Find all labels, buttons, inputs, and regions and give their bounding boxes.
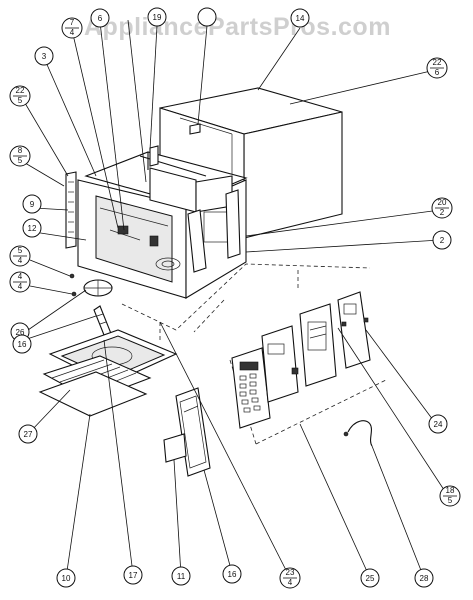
callout-23-4: 23 4 [279, 567, 301, 589]
callout-24: 24 [428, 414, 448, 434]
svg-text:18: 18 [446, 486, 455, 495]
svg-text:4: 4 [18, 282, 23, 291]
svg-text:22: 22 [433, 58, 442, 67]
cabinet-rail [189, 123, 201, 135]
svg-text:2: 2 [440, 236, 445, 245]
control-membrane [261, 325, 299, 403]
bottom-plate [38, 371, 148, 417]
callout-9: 9 [22, 194, 42, 214]
callout-25: 25 [360, 568, 380, 588]
callout-7-4: 7 4 [61, 17, 83, 39]
svg-text:19: 19 [153, 13, 162, 22]
callout-14: 14 [290, 8, 310, 28]
callout-20-2: 20 2 [431, 197, 453, 219]
svg-text:11: 11 [177, 572, 186, 581]
svg-text:7: 7 [70, 18, 75, 27]
callout-10: 10 [56, 568, 76, 588]
oven-cavity-chassis [77, 151, 248, 299]
svg-text:5: 5 [18, 96, 23, 105]
door-assembly [175, 387, 211, 477]
callout-11: 11 [171, 566, 191, 586]
svg-text:6: 6 [98, 14, 103, 23]
top-bracket [149, 145, 159, 167]
callout-17: 17 [123, 565, 143, 585]
svg-text:20: 20 [438, 198, 447, 207]
svg-text:4: 4 [288, 578, 293, 587]
svg-text:24: 24 [434, 420, 443, 429]
callout-6: 6 [90, 8, 110, 28]
svg-text:25: 25 [366, 574, 375, 583]
svg-text:16: 16 [18, 340, 27, 349]
svg-text:17: 17 [129, 571, 138, 580]
callout-19: 19 [147, 7, 167, 27]
door-label [163, 433, 187, 463]
callout-27: 27 [18, 424, 38, 444]
control-panel-keypad [231, 347, 271, 429]
svg-text:6: 6 [435, 68, 440, 77]
svg-text:5: 5 [18, 156, 23, 165]
svg-text:12: 12 [28, 224, 37, 233]
svg-text:3: 3 [42, 52, 47, 61]
turntable-coupler [83, 279, 113, 297]
callout-top-blank [197, 7, 217, 27]
svg-text:23: 23 [286, 568, 295, 577]
callout-22-6: 22 6 [426, 57, 448, 79]
callout-12: 12 [22, 218, 42, 238]
svg-text:4: 4 [70, 28, 75, 37]
leader-lines [19, 19, 449, 579]
svg-text:27: 27 [24, 430, 33, 439]
side-vent-strip [65, 171, 77, 249]
callout-18-5: 18 5 [439, 485, 461, 507]
svg-text:8: 8 [18, 146, 23, 155]
svg-text:10: 10 [62, 574, 71, 583]
callout-28: 28 [414, 568, 434, 588]
callout-16b: 16 [222, 564, 242, 584]
watermark: AppliancePartsPros.com [84, 13, 391, 41]
svg-text:5: 5 [448, 496, 453, 505]
svg-text:4: 4 [18, 272, 23, 281]
svg-text:2: 2 [440, 208, 445, 217]
svg-text:5: 5 [18, 246, 23, 255]
probe-wire [343, 420, 373, 447]
svg-text:22: 22 [16, 86, 25, 95]
svg-text:16: 16 [228, 570, 237, 579]
svg-text:9: 9 [30, 200, 35, 209]
svg-text:4: 4 [18, 256, 23, 265]
screw [69, 273, 75, 279]
screw [71, 291, 77, 297]
callout-8-5: 8 5 [9, 145, 31, 167]
control-bracket [337, 291, 371, 369]
callout-2: 2 [432, 230, 452, 250]
svg-text:14: 14 [296, 14, 305, 23]
svg-text:28: 28 [420, 574, 429, 583]
svg-text:26: 26 [16, 328, 25, 337]
callout-3: 3 [34, 46, 54, 66]
callout-16: 16 [12, 334, 32, 354]
callout-4-4: 4 4 [9, 271, 31, 293]
callout-22-5: 22 5 [9, 85, 31, 107]
callout-5-4: 5 4 [9, 245, 31, 267]
control-board [299, 303, 337, 387]
